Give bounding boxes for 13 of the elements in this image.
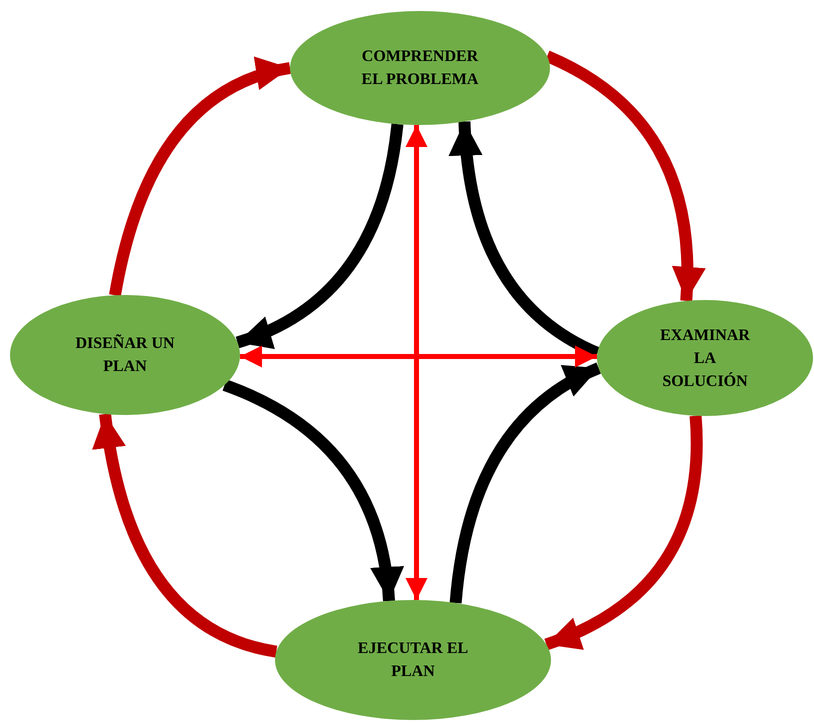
curved-arrow <box>109 58 292 296</box>
node-label: EXAMINAR LA SOLUCIÓN <box>659 326 751 392</box>
node-label: COMPRENDER EL PROBLEMA <box>360 47 480 90</box>
curved-arrow <box>93 413 278 658</box>
curved-arrow <box>450 362 602 604</box>
node-label: EJECUTAR EL PLAN <box>356 639 470 682</box>
curved-arrow <box>222 379 403 602</box>
node-label: DISEÑAR UN PLAN <box>74 333 176 377</box>
double-arrow <box>240 346 597 368</box>
curved-arrow <box>544 416 703 650</box>
curved-arrow <box>236 123 404 348</box>
curved-arrow <box>544 50 705 302</box>
double-arrow <box>406 125 428 600</box>
